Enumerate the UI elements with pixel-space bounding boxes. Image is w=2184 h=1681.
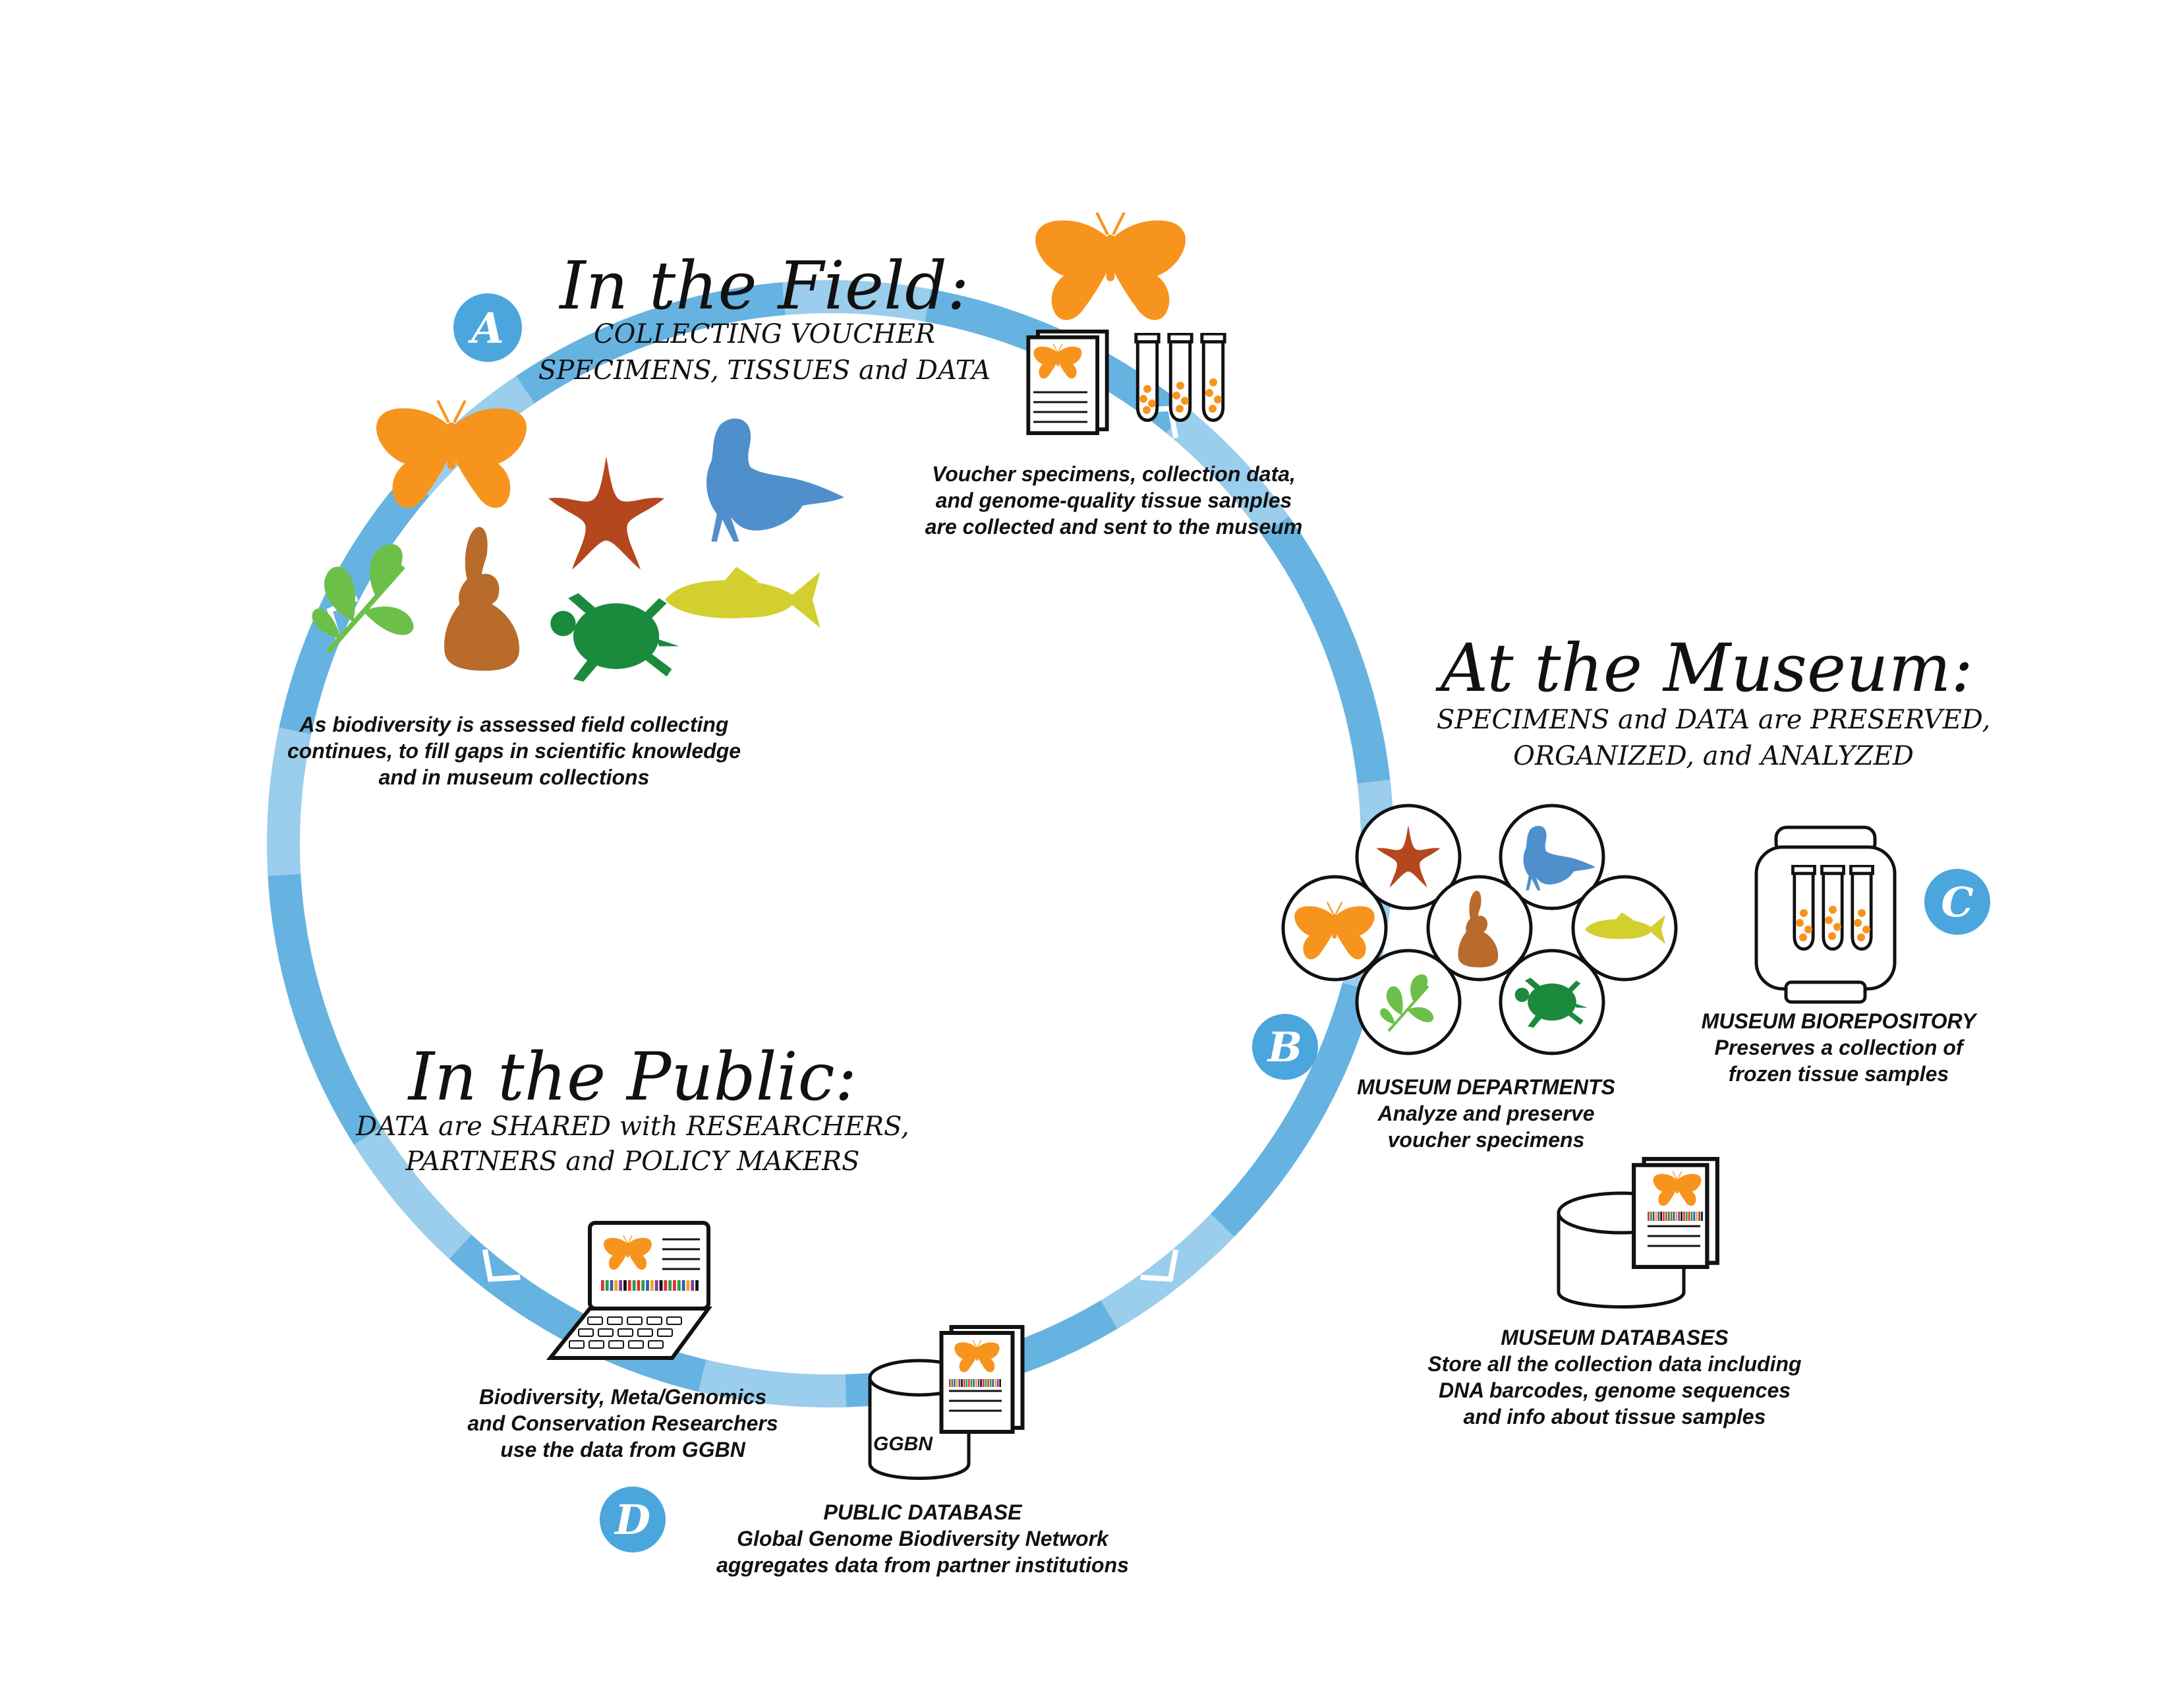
departments-line2: voucher specimens [1388, 1128, 1585, 1152]
collect-caption-line1: Voucher specimens, collection data, [932, 462, 1296, 486]
dna-barcode [949, 1379, 1001, 1387]
researchers-caption-line1: Biodiversity, Meta/Genomics [479, 1385, 766, 1409]
keyboard-key [587, 1316, 603, 1325]
keyboard-key [648, 1340, 664, 1349]
public-database-heading: PUBLIC DATABASE [823, 1500, 1023, 1524]
keyboard-key [598, 1328, 614, 1337]
bird-icon [706, 418, 844, 542]
keyboard-key [637, 1328, 653, 1337]
keyboard-key [628, 1340, 644, 1349]
databases-heading: MUSEUM DATABASES [1501, 1326, 1729, 1349]
keyboard-key [569, 1340, 585, 1349]
biorepository-line1: Preserves a collection of [1714, 1036, 1965, 1059]
fish-icon [665, 566, 820, 628]
starfish-icon [548, 456, 664, 570]
researchers-caption-line3: use the data from GGBN [500, 1438, 746, 1461]
museum-subtitle-line2: ORGANIZED, and ANALYZED [1513, 741, 1914, 771]
ggbn-cylinder-label: GGBN [873, 1433, 933, 1455]
keyboard-key [589, 1340, 604, 1349]
keyboard-key [647, 1316, 662, 1325]
ring-arrow-chevron [1140, 1249, 1179, 1282]
keyboard-key [666, 1316, 682, 1325]
badge-c-letter: C [1941, 878, 1973, 926]
ring-arrow-chevron [482, 1249, 521, 1282]
departments-line1: Analyze and preserve [1377, 1102, 1594, 1125]
badge-c: C [1924, 869, 1990, 935]
dna-barcode [1648, 1212, 1703, 1221]
badge-d-letter: D [614, 1496, 650, 1544]
field-section: A In the Field: COLLECTING VOUCHER SPECI… [287, 213, 1303, 789]
butterfly-icon [1035, 213, 1186, 320]
field-subtitle-line1: COLLECTING VOUCHER [594, 319, 935, 349]
databases-line2: DNA barcodes, genome sequences [1439, 1378, 1791, 1402]
keyboard-key [657, 1328, 673, 1337]
public-section: In the Public: DATA are SHARED with RESE… [355, 1038, 1129, 1577]
keyboard-key [627, 1316, 643, 1325]
field-caption-line3: and in museum collections [379, 765, 650, 789]
tissue-tubes-icon [1793, 866, 1872, 949]
laptop-icon [546, 1221, 712, 1360]
databases-line3: and info about tissue samples [1464, 1405, 1766, 1429]
badge-b: B [1252, 1014, 1318, 1080]
museum-subtitle-line1: SPECIMENS and DATA are PRESERVED, [1437, 705, 1990, 735]
tissue-tubes-icon [1136, 334, 1224, 420]
butterfly-icon [376, 401, 527, 508]
badge-a-letter: A [468, 304, 504, 353]
badge-a: A [453, 293, 522, 362]
museum-title: At the Museum: [1435, 630, 1973, 707]
departments-heading: MUSEUM DEPARTMENTS [1357, 1075, 1615, 1099]
rabbit-icon [444, 527, 519, 671]
museum-section: At the Museum: SPECIMENS and DATA are PR… [1252, 630, 1990, 1429]
keyboard-key [608, 1340, 624, 1349]
keyboard-key [607, 1316, 623, 1325]
researchers-caption-line2: and Conservation Researchers [467, 1411, 778, 1435]
field-caption-line2: continues, to fill gaps in scientific kn… [287, 739, 741, 763]
biorepository-line2: frozen tissue samples [1729, 1062, 1949, 1086]
collect-caption-line2: and genome-quality tissue samples [936, 488, 1292, 512]
dna-barcode [601, 1280, 699, 1291]
keyboard-key [618, 1328, 633, 1337]
barcode-document-icon [942, 1327, 1023, 1432]
turtle-icon [550, 593, 679, 682]
collect-caption-line3: are collected and sent to the museum [925, 515, 1303, 539]
barcode-document-icon [1634, 1159, 1717, 1267]
field-title: In the Field: [558, 247, 969, 324]
voucher-document-icon [1028, 332, 1106, 433]
badge-d: D [600, 1487, 666, 1552]
public-subtitle-line2: PARTNERS and POLICY MAKERS [405, 1146, 860, 1177]
field-subtitle-line2: SPECIMENS, TISSUES and DATA [538, 355, 991, 386]
keyboard-key [578, 1328, 594, 1337]
field-caption-line1: As biodiversity is assessed field collec… [299, 713, 729, 736]
public-database-line1: Global Genome Biodiversity Network [737, 1527, 1110, 1550]
public-subtitle-line1: DATA are SHARED with RESEARCHERS, [355, 1111, 909, 1142]
public-title: In the Public: [407, 1038, 857, 1115]
databases-line1: Store all the collection data including [1427, 1352, 1801, 1376]
public-database-line2: aggregates data from partner institution… [716, 1553, 1129, 1577]
biorepository-heading: MUSEUM BIOREPOSITORY [1702, 1009, 1978, 1033]
badge-b-letter: B [1267, 1023, 1302, 1071]
